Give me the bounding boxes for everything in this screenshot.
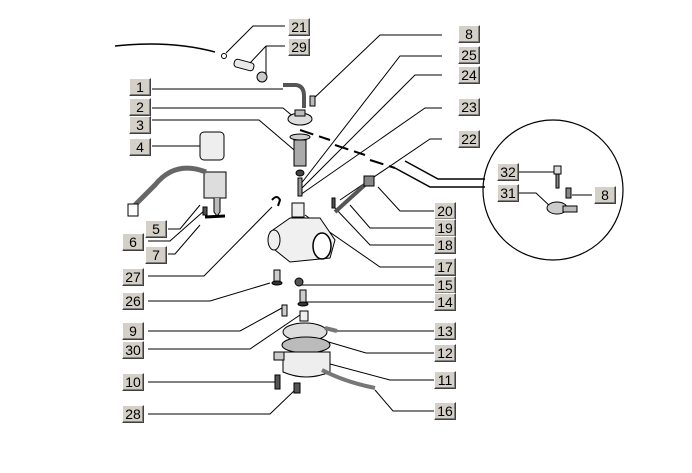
part-30-sleeve-icon — [299, 310, 309, 322]
callout-22[interactable]: 22 — [458, 130, 480, 148]
callout-6[interactable]: 6 — [122, 233, 144, 251]
part-27-clip-icon — [271, 196, 282, 207]
leader-24 — [299, 74, 442, 191]
callout-9[interactable]: 9 — [122, 322, 144, 340]
callout-16[interactable]: 16 — [434, 402, 456, 420]
part-20-connector-icon — [333, 175, 375, 214]
callout-29[interactable]: 29 — [288, 38, 310, 56]
leader-2 — [152, 107, 296, 119]
part-8-screw-icon — [309, 95, 316, 107]
part-15-nut-icon — [294, 277, 304, 287]
leader-12 — [314, 337, 442, 354]
part-25-clip-icon — [295, 169, 305, 177]
callout-25[interactable]: 25 — [458, 46, 480, 64]
part-24-needle-icon — [297, 177, 303, 197]
leader-27 — [148, 206, 273, 277]
callout-19[interactable]: 19 — [434, 219, 456, 237]
leader-3 — [152, 119, 301, 156]
callout-4[interactable]: 4 — [129, 138, 151, 156]
leader-8 — [311, 34, 442, 101]
leader-29 — [249, 45, 285, 64]
callout-18[interactable]: 18 — [434, 236, 456, 254]
leader-5 — [168, 204, 201, 230]
leader-25 — [299, 55, 442, 186]
detail-inset-circle — [482, 119, 624, 261]
part-4-cap-icon — [199, 131, 225, 161]
part-26-bolt-icon — [271, 269, 283, 286]
callout-11[interactable]: 11 — [434, 371, 456, 389]
callout-12[interactable]: 12 — [434, 344, 456, 362]
leader-7 — [168, 224, 201, 255]
callout-13[interactable]: 13 — [434, 322, 456, 340]
callout-3[interactable]: 3 — [129, 116, 151, 134]
callout-5[interactable]: 5 — [145, 220, 167, 238]
leader-18 — [334, 207, 442, 246]
callout-21[interactable]: 21 — [288, 18, 310, 36]
callout-32[interactable]: 32 — [497, 163, 519, 181]
leader-26 — [148, 282, 271, 302]
part-1-elbow-pipe-icon — [283, 83, 306, 108]
part-29-bolt-icon — [233, 58, 268, 83]
callout-15[interactable]: 15 — [434, 276, 456, 294]
callout-31[interactable]: 31 — [497, 184, 519, 202]
part-14-jet-icon — [297, 289, 309, 307]
part-10-screw-icon — [274, 374, 281, 390]
callout-28[interactable]: 28 — [122, 405, 144, 423]
part-21-ring — [221, 53, 227, 59]
callout-8-inset[interactable]: 8 — [594, 186, 616, 204]
leader-28 — [148, 389, 296, 415]
part-12-gasket-icon — [281, 336, 331, 354]
inset-connector-1 — [394, 167, 485, 188]
part-31-cover-icon — [546, 201, 578, 215]
part-9-jet-icon — [281, 304, 288, 317]
leader-31 — [518, 192, 553, 209]
fuel-hose — [114, 43, 216, 53]
part-2-cover-icon — [287, 109, 313, 126]
leader-30 — [148, 314, 301, 350]
part-5-choke-icon — [127, 165, 227, 217]
callout-8[interactable]: 8 — [458, 25, 480, 43]
callout-23[interactable]: 23 — [458, 98, 480, 116]
leader-11 — [314, 359, 442, 381]
callout-30[interactable]: 30 — [122, 341, 144, 359]
inset-connector-2 — [404, 160, 485, 180]
part-8b-screw-icon — [565, 187, 572, 199]
part-7-bracket-icon — [204, 214, 226, 219]
leader-23 — [299, 107, 442, 196]
callout-26[interactable]: 26 — [122, 292, 144, 310]
callout-17[interactable]: 17 — [434, 258, 456, 276]
leader-21 — [225, 25, 285, 54]
part-32-screw-icon — [553, 165, 562, 189]
part-17-carb-body-icon — [267, 202, 336, 263]
callout-1[interactable]: 1 — [129, 78, 151, 96]
leader-20 — [377, 186, 442, 212]
part-16-hose-icon — [321, 368, 376, 390]
part-28-screw-icon — [293, 382, 301, 394]
leader-6 — [148, 209, 206, 242]
leader-16 — [374, 389, 442, 412]
callout-24[interactable]: 24 — [458, 66, 480, 84]
part-6-screw-icon — [202, 206, 208, 216]
leader-9 — [148, 307, 283, 332]
callout-27[interactable]: 27 — [122, 268, 144, 286]
callout-10[interactable]: 10 — [122, 373, 144, 391]
leader-19 — [349, 204, 442, 229]
part-22-screw-icon — [331, 197, 336, 209]
part-3-spring-icon — [289, 133, 311, 167]
callout-14[interactable]: 14 — [434, 293, 456, 311]
callout-20[interactable]: 20 — [434, 202, 456, 220]
callout-7[interactable]: 7 — [145, 246, 167, 264]
part-11-bowl-icon — [273, 351, 331, 378]
callout-2[interactable]: 2 — [129, 98, 151, 116]
